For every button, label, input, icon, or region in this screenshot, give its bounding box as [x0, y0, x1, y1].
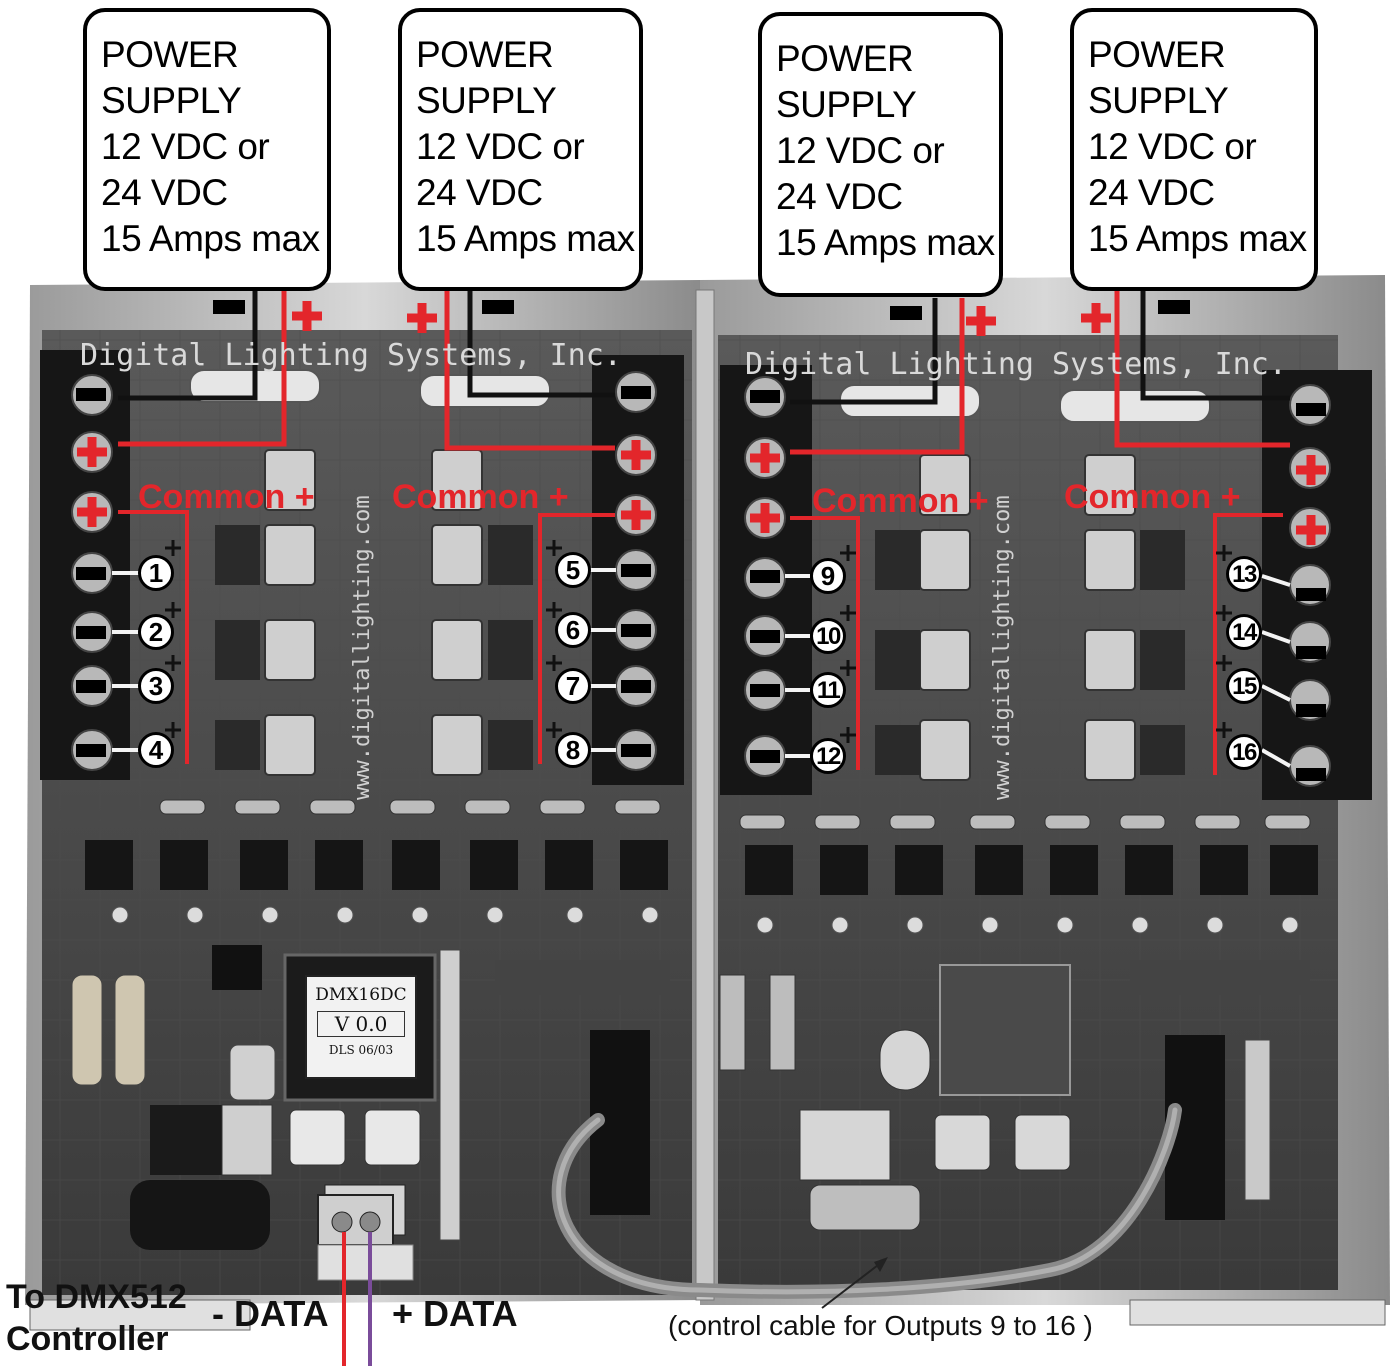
- board-url-left: www.digitallighting.com: [350, 495, 375, 800]
- channel-badge-9: 9: [810, 558, 846, 594]
- power-supply-4: POWER SUPPLY 12 VDC or 24 VDC 15 Amps ma…: [1070, 8, 1318, 291]
- power-supply-1: POWER SUPPLY 12 VDC or 24 VDC 15 Amps ma…: [83, 8, 331, 291]
- psu-line: 15 Amps max: [416, 218, 635, 259]
- minus-data-label: - DATA: [212, 1293, 329, 1334]
- channel-badge-6: 6: [555, 612, 591, 648]
- psu-line: 15 Amps max: [1088, 218, 1307, 259]
- psu-line: 24 VDC: [101, 172, 228, 213]
- psu-line: SUPPLY: [776, 84, 917, 125]
- common-plus-label-2: Common +: [392, 478, 569, 516]
- common-plus-label-4: Common +: [1064, 478, 1241, 516]
- board-brand-left: Digital Lighting Systems, Inc.: [80, 338, 622, 373]
- psu-line: 24 VDC: [416, 172, 543, 213]
- psu-line: POWER: [776, 38, 914, 79]
- dmx-caption-line1: To DMX512: [6, 1278, 187, 1316]
- psu-line: SUPPLY: [101, 80, 242, 121]
- plus-data-label: + DATA: [392, 1293, 518, 1334]
- channel-badge-12: 12: [810, 738, 846, 774]
- channel-badge-2: 2: [138, 614, 174, 650]
- power-supply-3: POWER SUPPLY 12 VDC or 24 VDC 15 Amps ma…: [758, 12, 1003, 297]
- channel-badge-10: 10: [810, 618, 846, 654]
- board-brand-right: Digital Lighting Systems, Inc.: [745, 347, 1287, 382]
- psu-line: POWER: [416, 34, 554, 75]
- psu-line: SUPPLY: [416, 80, 557, 121]
- psu-line: POWER: [101, 34, 239, 75]
- channel-badge-5: 5: [555, 552, 591, 588]
- psu-line: POWER: [1088, 34, 1226, 75]
- chip-model: DMX16DC: [315, 985, 407, 1005]
- channel-badge-7: 7: [555, 668, 591, 704]
- channel-badge-8: 8: [555, 732, 591, 768]
- psu-line: 12 VDC or: [1088, 126, 1257, 167]
- control-cable-note: (control cable for Outputs 9 to 16 ): [668, 1310, 1093, 1341]
- channel-badge-13: 13: [1226, 556, 1262, 592]
- board-url-right: www.digitallighting.com: [990, 495, 1015, 800]
- channel-badge-3: 3: [138, 668, 174, 704]
- psu-line: SUPPLY: [1088, 80, 1229, 121]
- chip-date: DLS 06/03: [328, 1043, 394, 1057]
- common-plus-label-3: Common +: [812, 482, 989, 520]
- psu-line: 15 Amps max: [776, 222, 995, 263]
- channel-badge-11: 11: [810, 672, 846, 708]
- chip-version: V 0.0: [317, 1011, 405, 1037]
- psu-line: 12 VDC or: [416, 126, 585, 167]
- common-plus-label-1: Common +: [138, 478, 315, 516]
- channel-badge-1: 1: [138, 555, 174, 591]
- channel-badge-16: 16: [1226, 734, 1262, 770]
- channel-badge-15: 15: [1226, 668, 1262, 704]
- channel-badge-4: 4: [138, 732, 174, 768]
- channel-badge-14: 14: [1226, 614, 1262, 650]
- psu-line: 24 VDC: [1088, 172, 1215, 213]
- terminal-polarity-markers: [76, 300, 1326, 781]
- psu-line: 12 VDC or: [101, 126, 270, 167]
- dmx-caption-line2: Controller: [6, 1320, 169, 1358]
- psu-line: 12 VDC or: [776, 130, 945, 171]
- power-supply-2: POWER SUPPLY 12 VDC or 24 VDC 15 Amps ma…: [398, 8, 643, 291]
- psu-line: 15 Amps max: [101, 218, 320, 259]
- psu-line: 24 VDC: [776, 176, 903, 217]
- dmx-chip-label: DMX16DC V 0.0 DLS 06/03: [305, 975, 417, 1079]
